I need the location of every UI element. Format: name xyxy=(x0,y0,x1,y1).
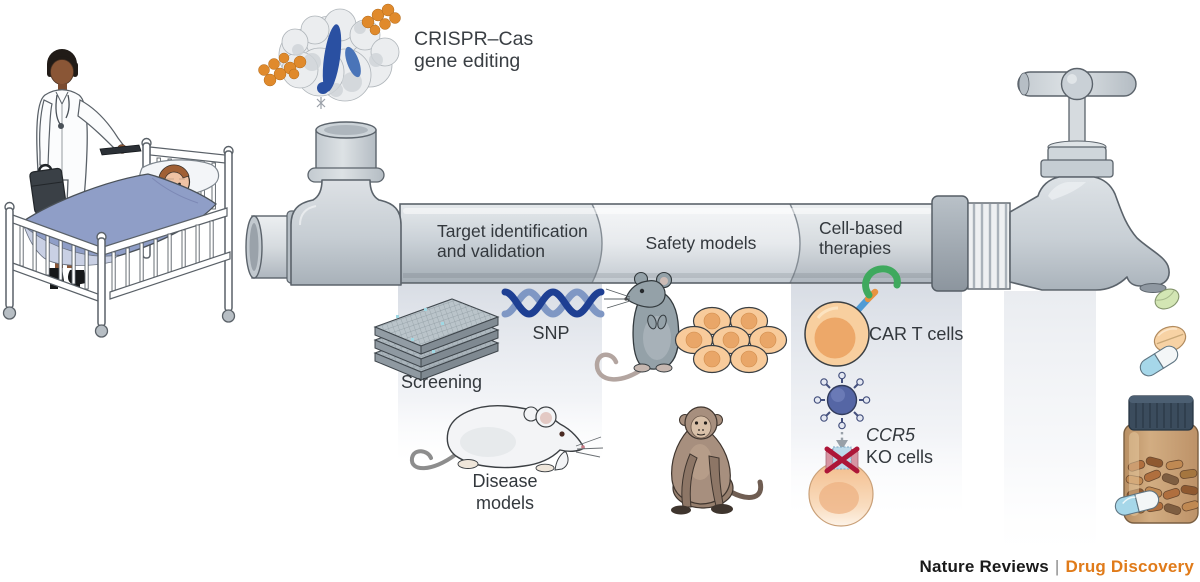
patient-chart xyxy=(99,144,142,156)
green-pill-icon xyxy=(1154,288,1180,310)
footer-separator: | xyxy=(1054,557,1060,576)
monkey-illustration xyxy=(671,406,764,515)
drug-discovery-pipe xyxy=(245,121,1011,292)
pipe-label-safety-models: Safety models xyxy=(646,233,757,253)
capsule-falling-icon xyxy=(1139,345,1179,377)
car-t-cell xyxy=(804,265,901,367)
ko-cells-label: KO cells xyxy=(866,447,933,467)
panel-faucet xyxy=(1004,291,1096,553)
ccr5-label: CCR5 xyxy=(866,425,916,445)
screening-label: Screening xyxy=(401,372,482,392)
hospital-bed-illustration xyxy=(2,137,236,338)
pipe-label-cell-based-line1: Cell-based xyxy=(819,218,903,238)
journal-footer: Nature Reviews | Drug Discovery xyxy=(919,557,1194,577)
virus-icon xyxy=(813,371,871,430)
footer-brand: Nature Reviews xyxy=(919,557,1049,576)
car-t-cells-label: CAR T cells xyxy=(869,324,963,344)
output-pills xyxy=(1114,288,1199,524)
pipe-section-target-id xyxy=(400,204,602,283)
pipe-label-target-id-line1: Target identification xyxy=(437,221,588,241)
pipe-collar xyxy=(931,195,969,292)
car-receptor-icon xyxy=(862,265,901,299)
screening-plates xyxy=(373,298,500,381)
ko-arrow xyxy=(836,432,848,450)
faucet xyxy=(1009,67,1170,293)
mouse-illustration xyxy=(409,405,604,473)
pipe-label-target-id-line2: and validation xyxy=(437,241,545,261)
capsule-ground-icon xyxy=(1114,490,1160,516)
ccr5-ko-cell xyxy=(808,446,874,527)
protein-orange-domain xyxy=(258,3,401,87)
faucet-handle xyxy=(1017,67,1137,101)
rat-illustration xyxy=(594,271,680,382)
disease-models-label-line2: models xyxy=(476,493,534,513)
cell-cluster xyxy=(674,306,788,374)
snp-dna-helix xyxy=(501,288,605,318)
crispr-label-line1: CRISPR–Cas xyxy=(414,28,533,50)
crispr-label-line2: gene editing xyxy=(414,50,520,72)
snp-label: SNP xyxy=(532,323,569,343)
faucet-spout-opening xyxy=(1139,283,1167,293)
footer-journal: Drug Discovery xyxy=(1065,557,1194,576)
ko-cross-icon xyxy=(824,446,860,474)
pipe-section-cell-therapies xyxy=(790,204,935,283)
crispr-cas-protein xyxy=(258,3,401,109)
disease-models-label-line1: Disease xyxy=(472,471,537,491)
doctor-illustration xyxy=(29,49,142,291)
protein-guide-rna xyxy=(317,24,361,94)
pipe-label-cell-based-line2: therapies xyxy=(819,238,891,258)
